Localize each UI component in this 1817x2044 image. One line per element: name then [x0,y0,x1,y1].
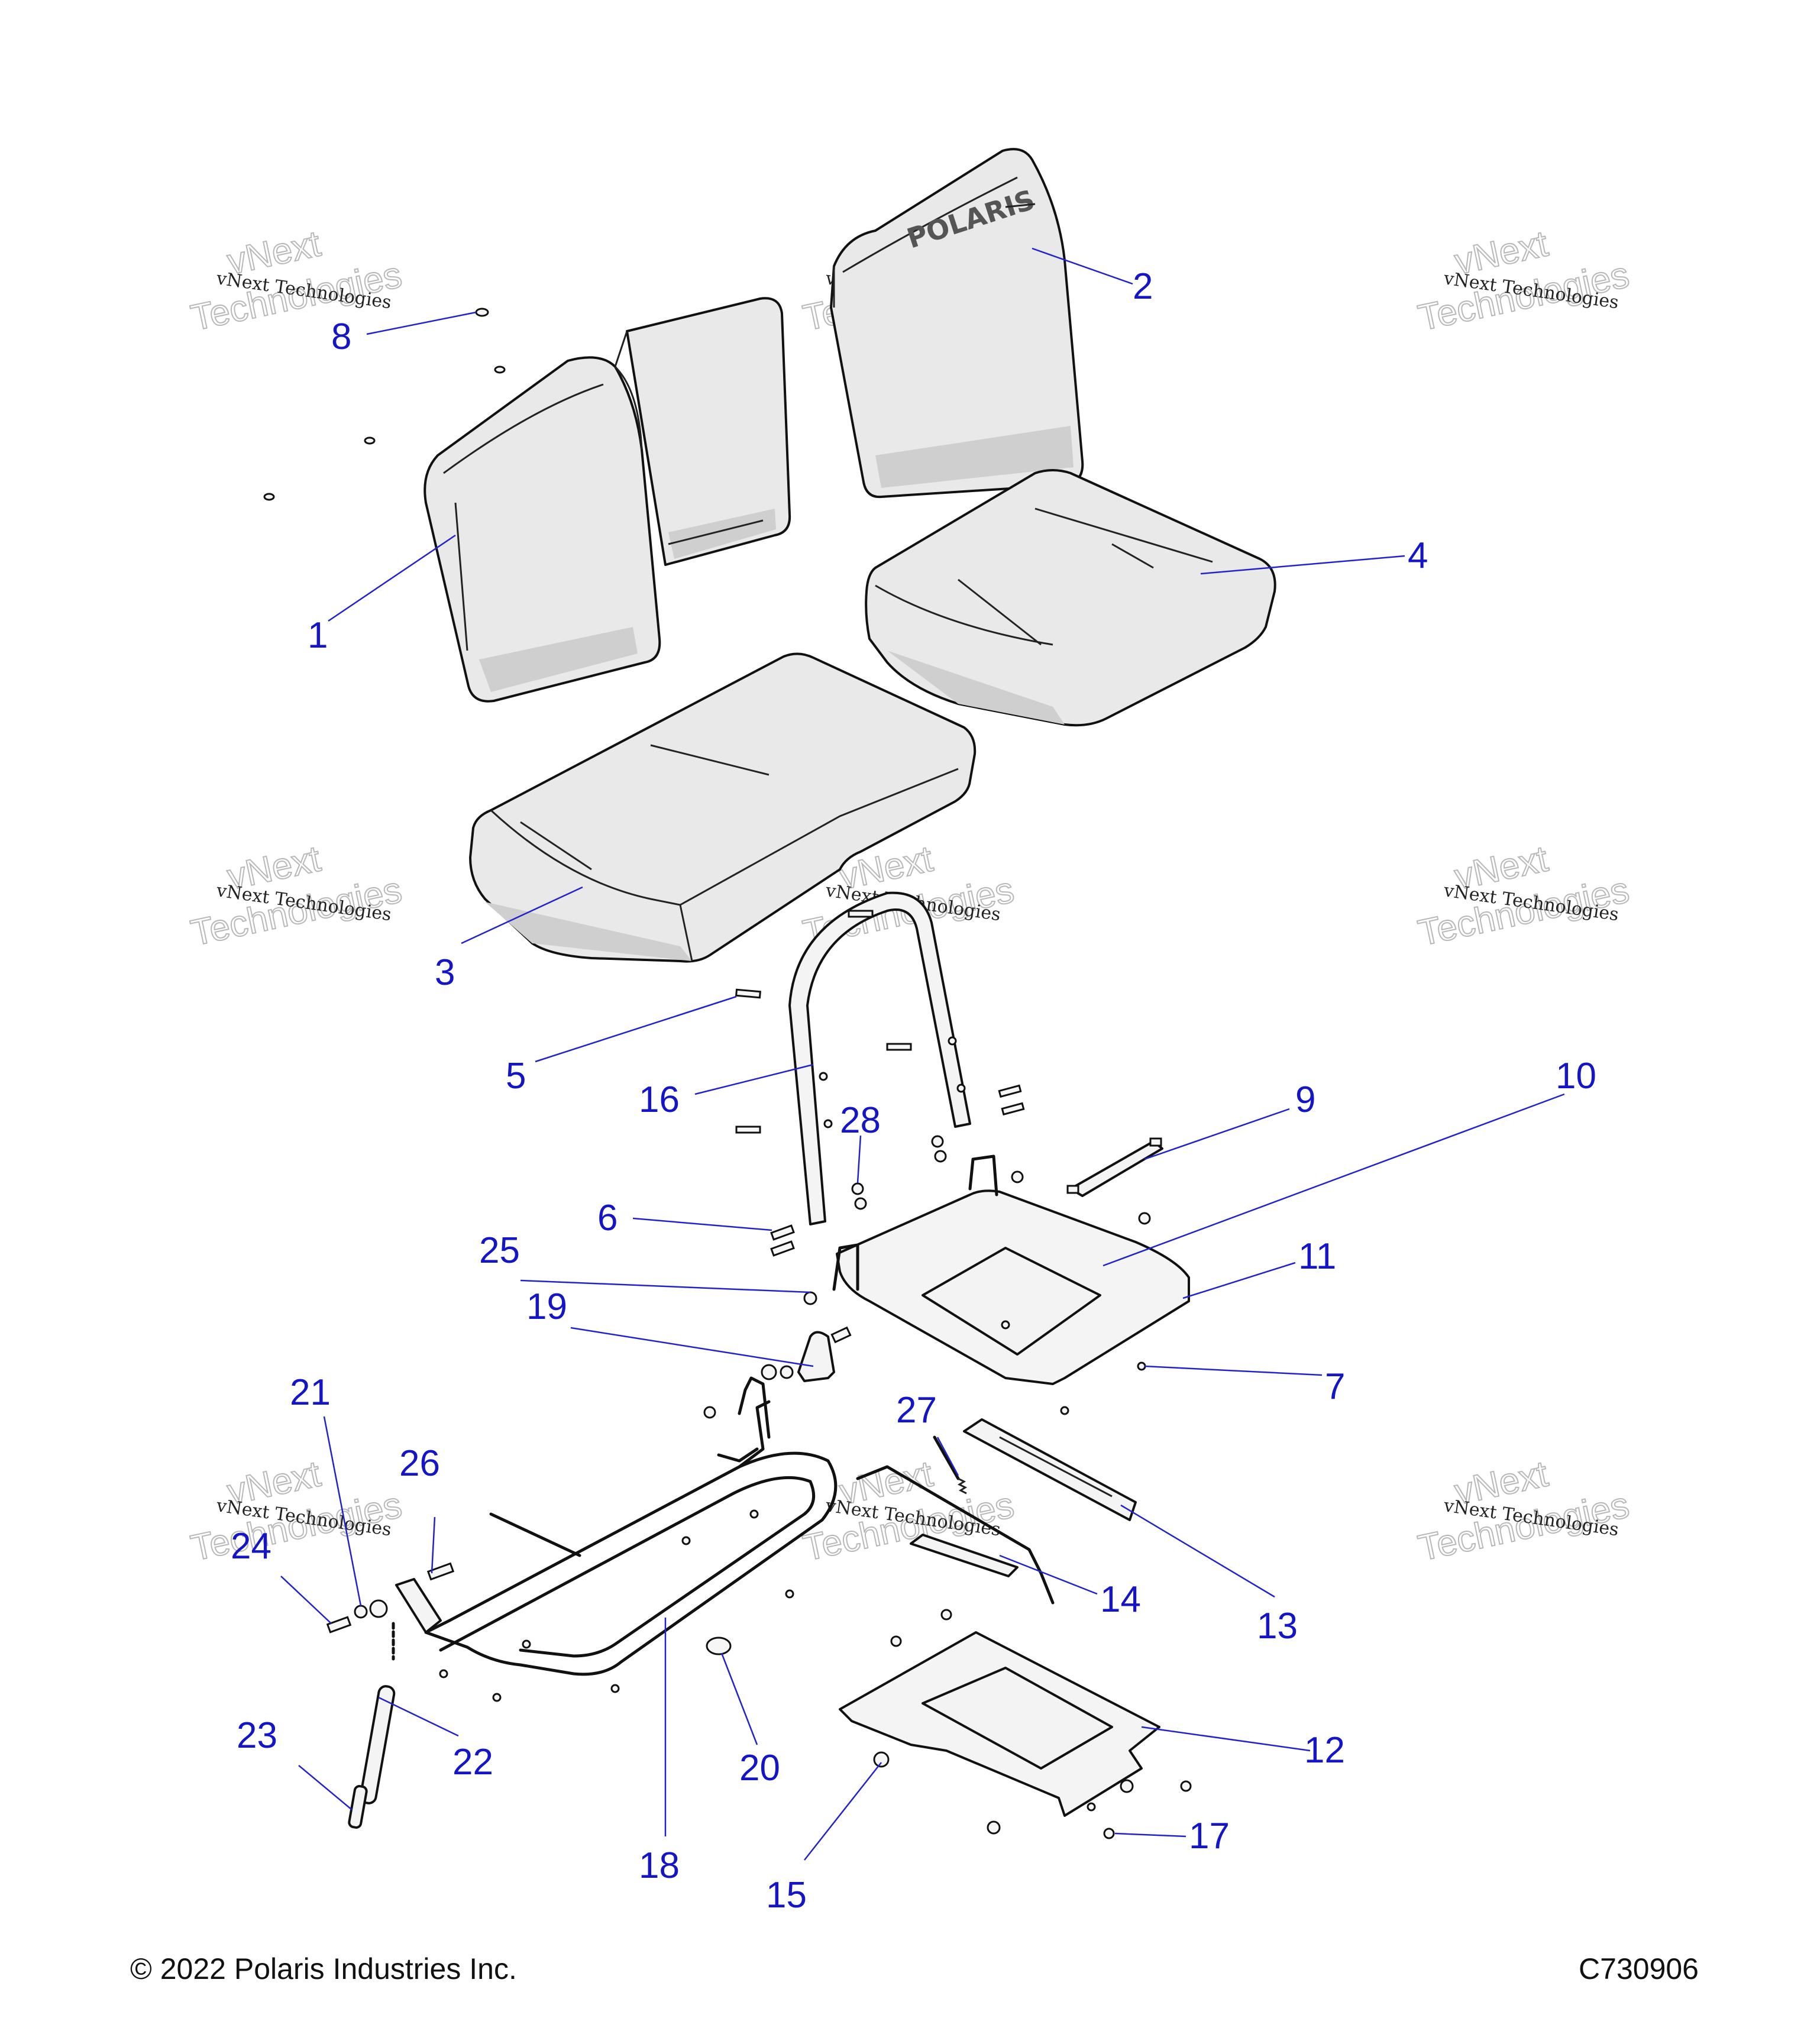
fastener [1180,1780,1192,1792]
callout-24: 24 [231,1526,271,1567]
fastener [749,1509,759,1519]
callout-14: 14 [1100,1579,1141,1620]
part-8-screw [263,493,275,501]
part-25-washer [803,1291,817,1305]
leader-lines [280,247,1565,1861]
watermark-mid-left: vNext Technologies [187,837,406,954]
part-5-bolt [1001,1102,1025,1116]
part-3-bench-seat-bottom [469,652,977,963]
fastener [492,1693,502,1702]
callout-20: 20 [739,1748,780,1789]
callout-28: 28 [840,1100,881,1141]
part-5-bolt [998,1084,1022,1098]
part-21-washer [354,1605,368,1619]
part-14-slide-rail [856,1465,1055,1605]
callout-22: 22 [452,1742,493,1783]
callout-27: 27 [896,1390,937,1431]
part-6-bolt [770,1240,795,1257]
fastener [987,1820,1001,1835]
watermark-mid-right: vNext Technologies [1414,837,1633,954]
part-28-nut [854,1197,867,1210]
callout-23: 23 [237,1715,277,1756]
fastener [703,1406,716,1419]
part-28-nut [1138,1212,1151,1225]
part-5-bolt [735,988,761,999]
part-28-nut [931,1135,944,1148]
fastener [940,1609,952,1621]
drawing-number: C730906 [1579,1952,1699,1985]
part-2-seat-back: POLARIS [830,148,1084,499]
part-18-lower-frame [424,1376,838,1676]
callout-4: 4 [1408,535,1428,576]
callout-3: 3 [435,952,455,993]
part-28-nut [934,1150,947,1163]
fastener [439,1669,448,1678]
fastener [890,1635,902,1647]
part-16-seat-back-frame [788,891,971,1225]
callout-25: 25 [479,1230,520,1271]
part-10-seat-base [832,1154,1190,1385]
watermark-low-right: vNext Technologies [1414,1453,1633,1569]
part-28-nut [851,1182,864,1195]
callout-11: 11 [1298,1236,1336,1277]
fastener [610,1684,620,1693]
part-8-screw [475,308,489,317]
callout-17: 17 [1189,1816,1230,1857]
watermark-top-right: vNext Technologies [1414,222,1633,339]
fastener [1120,1779,1134,1793]
part-8-screw [494,366,506,374]
watermark-low-left: vNext Technologies [187,1453,406,1569]
part-24-bolt [326,1616,352,1634]
part-22-gas-strut [348,1685,396,1829]
callout-1: 1 [308,615,328,656]
callout-13: 13 [1257,1606,1298,1647]
hardware-group [263,308,1192,1839]
callout-8: 8 [331,316,351,357]
watermark-top-left: vNext Technologies [187,222,406,339]
callout-19: 19 [526,1286,567,1327]
part-19-bracket [761,1331,835,1382]
callout-10: 10 [1556,1056,1596,1097]
part-8-screw [364,436,376,445]
part-26-bolt [426,1562,455,1581]
part-25-bolt [830,1326,852,1344]
part-7-screw [1001,1320,1010,1330]
callout-21: 21 [290,1372,331,1413]
part-7-screw [1060,1406,1069,1415]
callout-16: 16 [639,1079,680,1120]
callout-6: 6 [597,1198,617,1238]
part-4-seat-bottom [865,469,1276,727]
part-5-bolt [848,910,874,918]
part-5-bolt [886,1043,912,1051]
fastener [522,1639,531,1649]
part-9-strap [1066,1137,1163,1197]
fastener [1087,1802,1096,1812]
part-26-bracket [395,1578,442,1634]
part-17-screw [1103,1828,1115,1839]
part-27-spring [933,1435,968,1495]
part-28-nut [1011,1170,1024,1183]
part-7-screw [1137,1361,1146,1371]
callout-26: 26 [399,1443,440,1484]
part-21-washer [369,1599,388,1618]
callout-5: 5 [506,1056,526,1097]
copyright-text: © 2022 Polaris Industries Inc. [130,1952,517,1985]
callout-12: 12 [1304,1730,1345,1771]
part-6-bolt [770,1224,795,1241]
callout-labels: 1 2 3 4 5 6 7 8 9 10 11 12 13 14 15 16 1… [231,266,1596,1916]
part-1-bench-seat-back [423,297,791,703]
callout-9: 9 [1295,1079,1315,1120]
part-13-slide-rail [963,1418,1137,1521]
fastener [785,1589,794,1599]
part-5-bolt [735,1126,761,1134]
part-20-bushing [706,1637,732,1655]
part-15-nut [873,1751,890,1768]
fastener [681,1536,691,1545]
callout-2: 2 [1133,266,1153,307]
callout-18: 18 [639,1845,680,1886]
callout-15: 15 [766,1875,807,1916]
callout-7: 7 [1325,1366,1345,1407]
part-12-bottom-plate [839,1631,1160,1817]
